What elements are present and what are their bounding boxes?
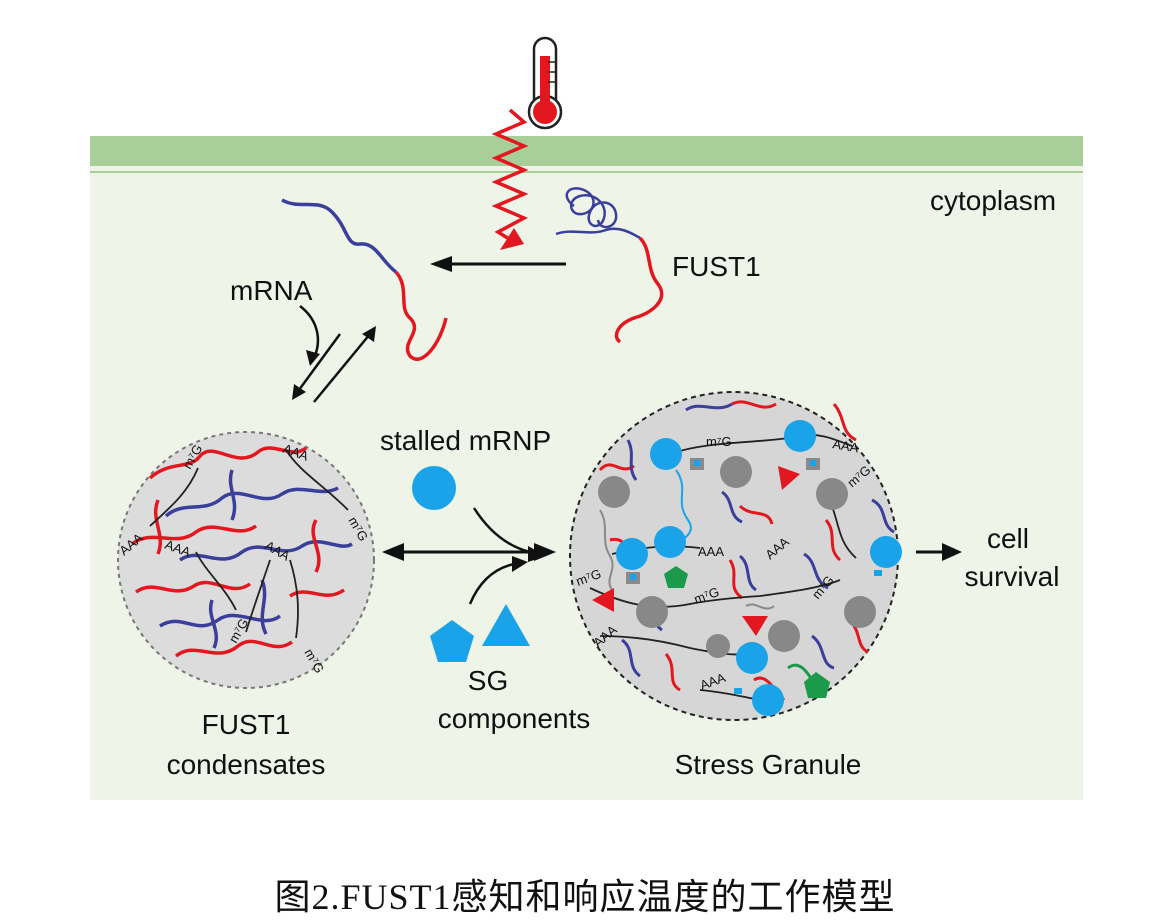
poly-a-tag: AAA <box>831 436 860 455</box>
mrnp-blue <box>654 526 686 558</box>
double-arrow-left-head <box>382 543 404 561</box>
survival-arrowhead <box>942 543 962 561</box>
mrnp-blue <box>650 438 682 470</box>
condensates-label-line2: condensates <box>167 749 326 780</box>
red-triangle <box>592 588 614 612</box>
from-condensate-arrowhead <box>362 326 376 342</box>
heat-zigzag-arrow <box>491 108 529 244</box>
mrnp-blue <box>752 684 784 716</box>
linker-square-blue <box>738 652 746 658</box>
red-triangle <box>742 616 768 636</box>
curve-arrowhead <box>306 350 320 366</box>
to-condensate-arrowhead <box>292 384 306 400</box>
fust1-label: FUST1 <box>672 251 761 282</box>
cap-tag: m⁷G <box>706 434 732 449</box>
cell-membrane <box>90 136 1083 166</box>
free-mrna-blue <box>281 198 398 274</box>
gray-protein <box>844 596 876 628</box>
stalled-mrnp-label: stalled mRNP <box>380 425 551 456</box>
thermometer-icon <box>527 36 563 130</box>
mrnp-blue <box>870 536 902 568</box>
to-condensate-arrow <box>294 333 342 395</box>
binding-arrowhead <box>430 256 452 272</box>
linker-square-blue <box>630 574 636 580</box>
from-condensate-arrow <box>313 333 371 403</box>
mrna-label: mRNA <box>230 275 313 306</box>
double-arrow-right-head <box>534 543 556 561</box>
sg-components-label-line2: components <box>438 703 591 734</box>
gray-protein <box>816 478 848 510</box>
gray-protein <box>706 634 730 658</box>
red-triangle <box>778 466 800 490</box>
green-pentagon <box>664 566 688 588</box>
stress-granule-label: Stress Granule <box>675 749 862 780</box>
cell-survival-label-line1: cell <box>987 523 1029 554</box>
linker-square-blue <box>694 460 700 466</box>
sg-curve-arrowhead <box>512 556 528 572</box>
triangle-component-icon <box>482 604 530 646</box>
heat-arrowhead <box>500 228 524 250</box>
mrnp-blue <box>616 538 648 570</box>
stalled-mrnp-circle-icon <box>412 466 456 510</box>
sg-components-label-line1: SG <box>468 665 508 696</box>
figure-caption: 图2.FUST1感知和响应温度的工作模型 <box>274 877 896 917</box>
gray-protein <box>636 596 668 628</box>
fust1-protein <box>555 187 664 344</box>
mrnp-curve-arrow <box>472 507 531 554</box>
free-mrna-red <box>394 270 448 361</box>
mrnp-blue <box>736 642 768 674</box>
cell-survival-label-line2: survival <box>965 561 1060 592</box>
cytoplasm-label: cytoplasm <box>930 185 1056 216</box>
gray-protein <box>768 620 800 652</box>
condensates-label-line1: FUST1 <box>202 709 291 740</box>
sg-components-curve-arrow <box>468 562 515 605</box>
fust1-condensate-droplet: AAA m⁷G AAA m⁷G AAA AAA m⁷G m⁷G <box>116 431 375 689</box>
gray-protein <box>720 456 752 488</box>
linker-square-blue <box>734 688 742 694</box>
poly-a-tag: AAA <box>698 544 724 559</box>
green-strand <box>787 663 814 681</box>
gray-protein <box>598 476 630 508</box>
linker-square-blue <box>874 570 882 576</box>
stress-granule: m⁷G AAA m⁷G AAA m⁷G m⁷G AAA m⁷G AAA AAA <box>569 391 902 721</box>
mrnp-blue <box>784 420 816 452</box>
pentagon-component-icon <box>430 620 474 662</box>
linker-square-blue <box>810 460 816 466</box>
